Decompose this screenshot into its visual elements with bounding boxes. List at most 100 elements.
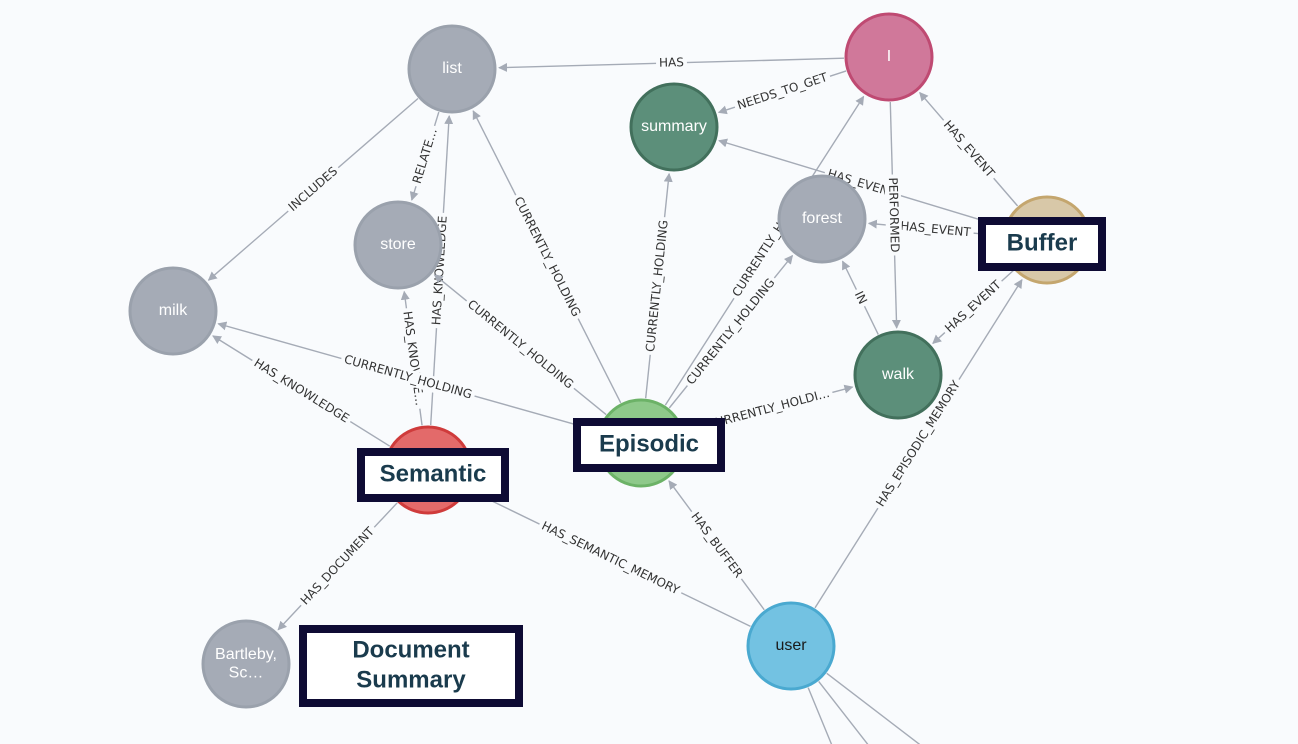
- node-I[interactable]: I: [844, 12, 934, 102]
- edge-label: RELATE…: [410, 127, 440, 186]
- edge-label-bg: [248, 353, 355, 429]
- node-walk[interactable]: walk: [853, 330, 943, 420]
- node-list[interactable]: list: [407, 24, 497, 114]
- edge-buffer-walk[interactable]: HAS_EVENT: [932, 269, 1015, 345]
- edge-list-store[interactable]: RELATE…: [408, 111, 443, 201]
- overlay-label: Semantic: [380, 460, 487, 487]
- node-label-line: Sc…: [229, 665, 264, 682]
- overlay-buffer: Buffer: [978, 217, 1106, 271]
- edge-label: HAS_KNOWLEDGE: [251, 356, 351, 426]
- node-label: summary: [641, 118, 707, 135]
- edge-label-bg: [939, 275, 1007, 339]
- node-bartleby[interactable]: Bartleby, Sc…: [201, 619, 291, 709]
- overlay-episodic: Episodic: [573, 418, 725, 472]
- overlay-label: Buffer: [1007, 229, 1078, 256]
- overlay-label: Summary: [356, 666, 466, 693]
- edge-line[interactable]: [818, 681, 879, 744]
- node-label: Bartleby, Sc…: [215, 646, 277, 681]
- edge-label-bg: [732, 68, 833, 115]
- edge-label-bg: [655, 54, 688, 72]
- node-label: user: [775, 637, 807, 654]
- node-label: forest: [802, 210, 843, 227]
- edge-line[interactable]: [826, 672, 939, 744]
- edge-user-offscreen-a[interactable]: [807, 687, 837, 744]
- edge-semantic-bartleby[interactable]: HAS_DOCUMENT: [277, 502, 398, 631]
- edge-label-bg: [884, 174, 903, 256]
- node-label: milk: [159, 302, 188, 319]
- edge-I-summary[interactable]: NEEDS_TO_GET: [717, 68, 847, 115]
- edge-label-bg: [283, 161, 344, 218]
- edge-label-bg: [408, 123, 443, 189]
- node-forest[interactable]: forest: [777, 174, 867, 264]
- edge-label: NEEDS_TO_GET: [735, 70, 829, 113]
- edge-label-bg: [896, 218, 975, 242]
- edge-episodic-summary[interactable]: CURRENTLY_HOLDING: [642, 172, 673, 399]
- node-circle[interactable]: [201, 619, 291, 709]
- node-circle[interactable]: [853, 330, 943, 420]
- node-label: I: [887, 48, 891, 65]
- node-circle[interactable]: [844, 12, 934, 102]
- node-circle[interactable]: [407, 24, 497, 114]
- edge-label: HAS_BUFFER: [688, 510, 745, 581]
- node-circle[interactable]: [128, 266, 218, 356]
- node-label: list: [442, 60, 462, 77]
- edge-I-list[interactable]: HAS: [498, 54, 845, 72]
- edge-label: HAS_DOCUMENT: [298, 524, 378, 608]
- node-circle[interactable]: [746, 601, 836, 691]
- overlay-box-frame: [299, 625, 523, 707]
- edge-line[interactable]: [807, 687, 837, 744]
- edge-label-bg: [642, 216, 673, 356]
- edge-label-bg: [849, 286, 872, 310]
- edge-episodic-forest[interactable]: CURRENTLY_HOLDING: [668, 254, 794, 409]
- overlay-box-frame: [573, 418, 725, 472]
- edge-user-episodic[interactable]: HAS_BUFFER: [668, 480, 765, 611]
- edge-label-bg: [702, 384, 835, 434]
- node-store[interactable]: store: [353, 200, 443, 290]
- node-label: walk: [881, 366, 915, 383]
- edge-label-bg: [871, 375, 966, 513]
- node-label: store: [380, 236, 416, 253]
- edge-label-bg: [295, 521, 381, 611]
- edge-semantic-milk[interactable]: HAS_KNOWLEDGE: [212, 335, 391, 447]
- edge-user-offscreen-b[interactable]: [818, 681, 879, 744]
- edge-semantic-store[interactable]: HAS_KNOWLE…: [398, 290, 428, 426]
- edge-I-walk[interactable]: PERFORMED: [884, 101, 903, 329]
- edge-label: HAS_KNOWLE…: [400, 310, 426, 406]
- edge-label: HAS_EVENT: [942, 277, 1004, 335]
- edge-label-bg: [937, 115, 1000, 184]
- edge-walk-forest[interactable]: IN: [841, 260, 879, 335]
- edge-label: HAS: [659, 55, 684, 70]
- node-label-line: Bartleby,: [215, 646, 277, 663]
- edge-label-bg: [461, 294, 579, 395]
- edge-label: CURRENTLY_HOLDING: [511, 194, 583, 318]
- node-summary[interactable]: summary: [629, 82, 719, 172]
- edge-label: PERFORMED: [886, 177, 902, 252]
- edge-label: HAS_SEMANTIC_MEMORY: [539, 519, 682, 598]
- edge-user-semantic[interactable]: HAS_SEMANTIC_MEMORY: [469, 489, 751, 627]
- overlay-semantic: Semantic: [357, 448, 509, 502]
- edge-label-bg: [681, 272, 781, 391]
- edge-label: HAS_EVENT: [941, 118, 998, 181]
- edge-label-bg: [685, 506, 748, 584]
- nodes-layer: listIsummaryforeststoremilkusewalkBartle…: [128, 12, 1092, 709]
- edge-label: CURRENTLY_HOLDING: [465, 297, 576, 391]
- node-circle[interactable]: [353, 200, 443, 290]
- overlay-label: Episodic: [599, 430, 699, 457]
- node-user[interactable]: user: [746, 601, 836, 691]
- edge-label: INCLUDES: [286, 164, 341, 214]
- edge-label-bg: [339, 350, 477, 404]
- edge-label: CURRENTLY_HOLDING: [643, 219, 671, 352]
- edge-user-offscreen-c[interactable]: [826, 672, 939, 744]
- node-circle[interactable]: [777, 174, 867, 264]
- edge-label: HAS_EVENT: [900, 219, 972, 240]
- node-milk[interactable]: milk: [128, 266, 218, 356]
- edge-label-bg: [822, 165, 901, 203]
- edge-user-buffer[interactable]: HAS_EPISODIC_MEMORY: [814, 278, 1023, 609]
- edge-label-bg: [536, 516, 685, 600]
- edge-buffer-I[interactable]: HAS_EVENT: [919, 91, 1019, 207]
- edge-label-bg: [508, 191, 586, 323]
- node-circle[interactable]: [629, 82, 719, 172]
- overlay-box-frame: [978, 217, 1106, 271]
